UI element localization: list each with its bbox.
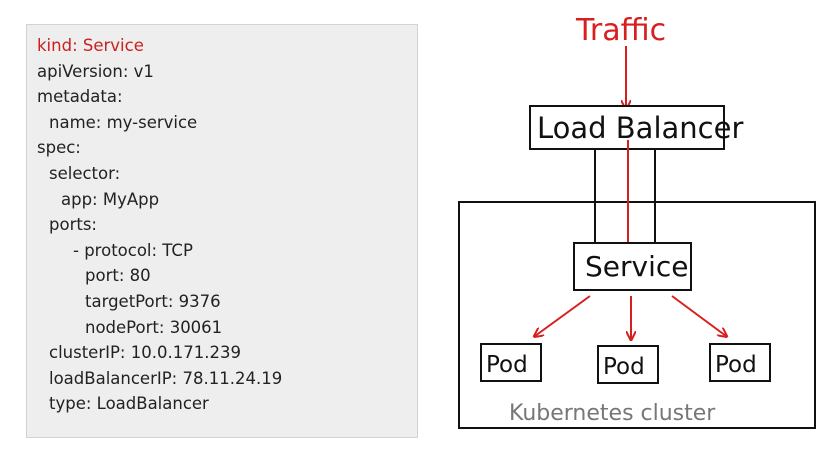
code-line: port: 80	[85, 266, 151, 286]
code-line: - protocol: TCP	[73, 240, 193, 260]
pod-label-3: Pod	[715, 352, 757, 378]
pod-label-2: Pod	[603, 354, 645, 380]
code-line: spec:	[37, 138, 81, 158]
yaml-code-panel: kind: Service apiVersion: v1 metadata: name…	[26, 24, 418, 438]
diagram-canvas: Traffic Load Balancer Service Pod Pod Po…	[458, 13, 816, 429]
pod-label-1: Pod	[486, 352, 528, 378]
code-line: type: LoadBalancer	[49, 394, 209, 414]
code-line: metadata:	[37, 87, 123, 107]
service-label: Service	[585, 250, 688, 283]
code-line: selector:	[49, 163, 121, 183]
code-line: kind: Service	[37, 36, 144, 55]
code-line: apiVersion: v1	[37, 61, 154, 81]
code-line: ports:	[49, 215, 97, 235]
code-line: app: MyApp	[61, 189, 160, 209]
pod-box-3	[709, 343, 771, 382]
code-line: clusterIP: 10.0.171.239	[49, 343, 241, 363]
service-box	[573, 242, 692, 291]
service-diagram: Traffic Load Balancer Service Pod Pod Po…	[440, 0, 831, 452]
load-balancer-label: Load Balancer	[537, 111, 743, 145]
traffic-label: Traffic	[575, 13, 666, 48]
service-to-pod-3-arrow	[671, 295, 726, 336]
code-line: nodePort: 30061	[85, 317, 223, 337]
code-line: targetPort: 9376	[85, 291, 221, 311]
cluster-label: Kubernetes cluster	[509, 401, 716, 426]
kubernetes-cluster-box	[458, 201, 816, 429]
code-line: name: my-service	[49, 112, 198, 132]
pod-box-1	[480, 343, 542, 382]
code-line: loadBalancerIP: 78.11.24.19	[49, 368, 283, 388]
pod-box-2	[597, 345, 659, 384]
service-to-pod-1-arrow	[535, 295, 591, 336]
